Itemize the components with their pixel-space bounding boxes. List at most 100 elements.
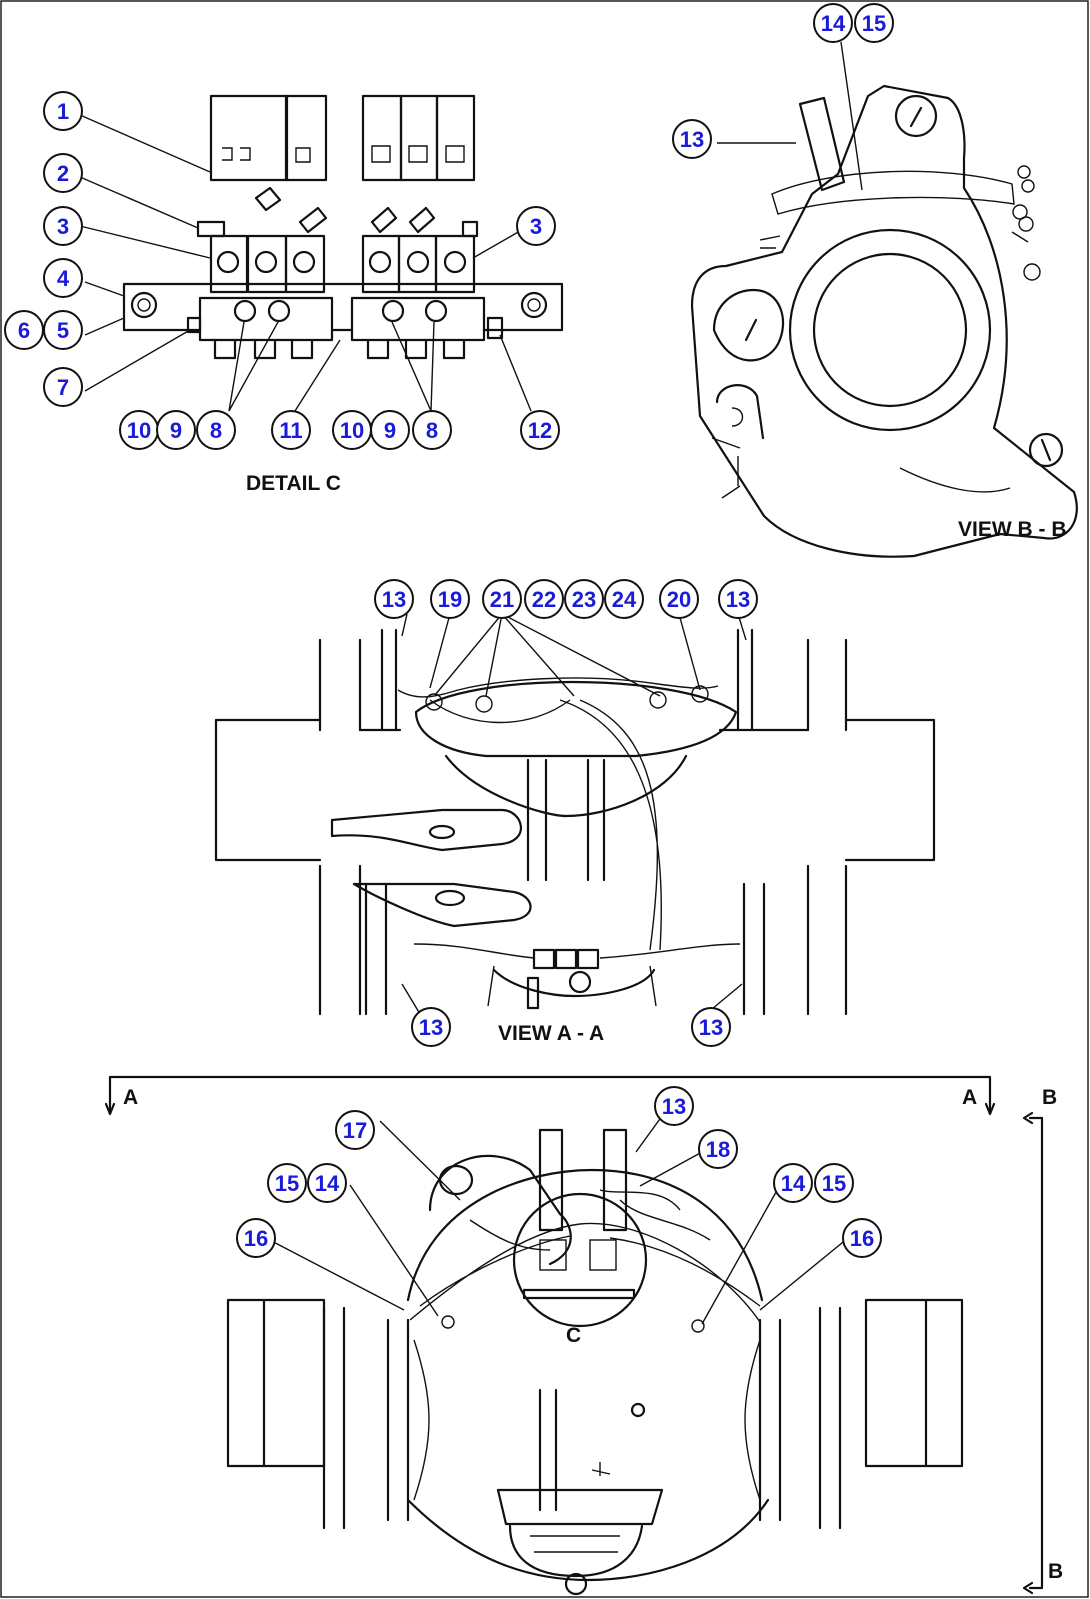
callout-number: 19 bbox=[438, 587, 462, 612]
callout-circle bbox=[43, 153, 83, 193]
callout-number: 13 bbox=[726, 587, 750, 612]
callout-number: 12 bbox=[528, 418, 552, 443]
callout-number: 9 bbox=[384, 418, 396, 443]
callout-3: 3 bbox=[516, 206, 556, 246]
callout-number: 13 bbox=[662, 1094, 686, 1119]
callout-16: 16 bbox=[842, 1218, 882, 1258]
callout-8: 8 bbox=[196, 410, 236, 450]
callout-number: 13 bbox=[680, 127, 704, 152]
callout-15: 15 bbox=[267, 1163, 307, 1203]
callout-number: 18 bbox=[706, 1137, 730, 1162]
callout-number: 15 bbox=[822, 1171, 846, 1196]
callout-number: 11 bbox=[279, 418, 302, 443]
callout-7: 7 bbox=[43, 367, 83, 407]
callout-number: 15 bbox=[862, 11, 886, 36]
callout-number: 5 bbox=[57, 318, 69, 343]
callout-circle bbox=[156, 410, 196, 450]
callout-14: 14 bbox=[773, 1163, 813, 1203]
callout-13: 13 bbox=[691, 1007, 731, 1047]
callout-circle bbox=[236, 1218, 276, 1258]
callout-circle bbox=[307, 1163, 347, 1203]
callout-number: 16 bbox=[244, 1226, 268, 1251]
section-a-right-label: A bbox=[962, 1086, 977, 1109]
callout-circle bbox=[335, 1110, 375, 1150]
callout-number: 13 bbox=[699, 1015, 723, 1040]
callout-10: 10 bbox=[332, 410, 372, 450]
callout-number: 6 bbox=[18, 318, 30, 343]
callout-9: 9 bbox=[370, 410, 410, 450]
callout-number: 9 bbox=[170, 418, 182, 443]
view-aa-drawing bbox=[214, 613, 936, 1016]
callout-21: 21 bbox=[482, 579, 522, 619]
callout-circle bbox=[271, 410, 311, 450]
callout-number: 4 bbox=[57, 266, 70, 291]
callout-number: 13 bbox=[382, 587, 406, 612]
callout-circle bbox=[524, 579, 564, 619]
callout-circle bbox=[672, 119, 712, 159]
callout-circle bbox=[267, 1163, 307, 1203]
callout-circle bbox=[43, 91, 83, 131]
callout-number: 13 bbox=[419, 1015, 443, 1040]
callout-number: 23 bbox=[572, 587, 596, 612]
callout-number: 8 bbox=[426, 418, 438, 443]
callout-number: 8 bbox=[210, 418, 222, 443]
view-bb-caption: VIEW B - B bbox=[958, 518, 1067, 541]
callout-circle bbox=[43, 310, 83, 350]
callout-number: 7 bbox=[57, 375, 69, 400]
callout-8: 8 bbox=[412, 410, 452, 450]
callout-number: 14 bbox=[315, 1171, 340, 1196]
callout-circle bbox=[773, 1163, 813, 1203]
callout-circle bbox=[370, 410, 410, 450]
detail-c-caption: DETAIL C bbox=[246, 472, 341, 495]
callout-3: 3 bbox=[43, 206, 83, 246]
view-aa-caption: VIEW A - A bbox=[498, 1022, 604, 1045]
callout-circle bbox=[43, 206, 83, 246]
detail-c-reference-label: C bbox=[566, 1324, 581, 1347]
callout-2: 2 bbox=[43, 153, 83, 193]
callout-11: 11 bbox=[271, 410, 311, 450]
callout-number: 22 bbox=[532, 587, 556, 612]
callout-circle bbox=[516, 206, 556, 246]
detail-c-drawing bbox=[79, 94, 564, 412]
callout-6: 6 bbox=[4, 310, 44, 350]
callout-1: 1 bbox=[43, 91, 83, 131]
callout-number: 21 bbox=[490, 587, 514, 612]
callout-number: 15 bbox=[275, 1171, 299, 1196]
callout-13: 13 bbox=[374, 579, 414, 619]
callout-number: 17 bbox=[343, 1118, 367, 1143]
callout-number: 3 bbox=[57, 214, 69, 239]
callout-14: 14 bbox=[307, 1163, 347, 1203]
callout-circle bbox=[482, 579, 522, 619]
callout-circle bbox=[659, 579, 699, 619]
main-view-drawing bbox=[104, 1075, 1044, 1596]
section-a-left-label: A bbox=[123, 1086, 138, 1109]
callout-circle bbox=[412, 410, 452, 450]
view-bb-drawing bbox=[690, 41, 1078, 558]
callout-12: 12 bbox=[520, 410, 560, 450]
callout-20: 20 bbox=[659, 579, 699, 619]
callout-15: 15 bbox=[814, 1163, 854, 1203]
section-b-top-label: B bbox=[1042, 1086, 1057, 1109]
callout-circle bbox=[691, 1007, 731, 1047]
callout-circle bbox=[564, 579, 604, 619]
callout-circle bbox=[814, 1163, 854, 1203]
callout-5: 5 bbox=[43, 310, 83, 350]
callout-number: 2 bbox=[57, 161, 69, 186]
callout-19: 19 bbox=[430, 579, 470, 619]
callout-circle bbox=[654, 1086, 694, 1126]
callout-9: 9 bbox=[156, 410, 196, 450]
callout-circle bbox=[604, 579, 644, 619]
callout-number: 14 bbox=[821, 11, 846, 36]
callout-number: 20 bbox=[667, 587, 691, 612]
callout-number: 1 bbox=[57, 99, 69, 124]
callout-circle bbox=[813, 3, 853, 43]
callout-24: 24 bbox=[604, 579, 644, 619]
callout-16: 16 bbox=[236, 1218, 276, 1258]
callout-circle bbox=[196, 410, 236, 450]
callout-13: 13 bbox=[654, 1086, 694, 1126]
callout-18: 18 bbox=[698, 1129, 738, 1169]
callout-circle bbox=[698, 1129, 738, 1169]
